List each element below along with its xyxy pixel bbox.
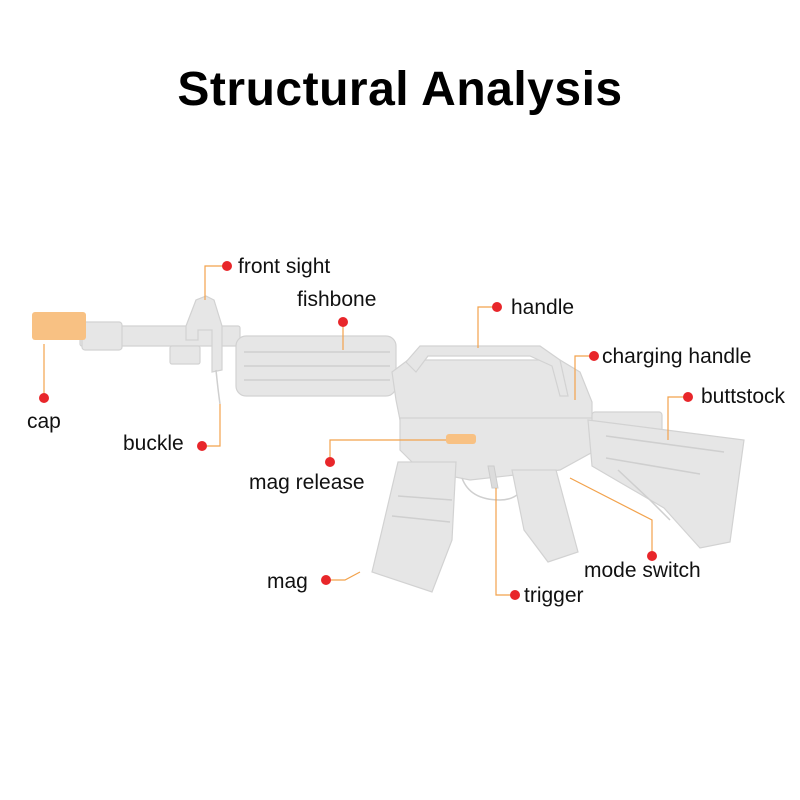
callout-dots [39,261,693,600]
upper-receiver [391,359,593,421]
dot-mag-release [325,457,335,467]
carry-handle [405,345,569,397]
dot-buckle [197,441,207,451]
leader-lines [43,265,688,596]
label-front-sight: front sight [238,255,330,278]
dot-mag [321,575,331,585]
dot-cap [39,393,49,403]
label-cap: cap [27,410,61,433]
dot-fishbone [338,317,348,327]
dot-charging-handle [589,351,599,361]
label-trigger: trigger [524,584,584,607]
front-sight-tower [185,295,223,373]
trigger-part [487,465,499,489]
label-fishbone: fishbone [297,288,376,311]
page-title: Structural Analysis [177,63,623,116]
barrel-cap [32,312,86,340]
sling-loop [215,369,221,405]
dot-trigger [510,590,520,600]
label-buttstock: buttstock [701,385,786,408]
label-mag-release: mag release [249,471,365,494]
mag-release-button [446,434,476,444]
pistol-grip [511,469,579,563]
label-mag: mag [267,570,308,593]
barrel-tip [81,321,123,351]
label-buckle: buckle [123,432,184,455]
rifle-illustration [32,295,745,593]
dot-buttstock [683,392,693,402]
label-handle: handle [511,296,574,319]
dot-mode-switch [647,551,657,561]
buttstock-body [587,419,745,549]
label-charging-handle: charging handle [602,345,751,368]
stock-lever [617,469,671,521]
dot-front-sight [222,261,232,271]
dot-handle [492,302,502,312]
magazine [371,461,457,593]
callout-labels: front sight fishbone handle charging han… [27,255,786,607]
gas-block [169,345,201,365]
label-mode-switch: mode switch [584,559,701,582]
